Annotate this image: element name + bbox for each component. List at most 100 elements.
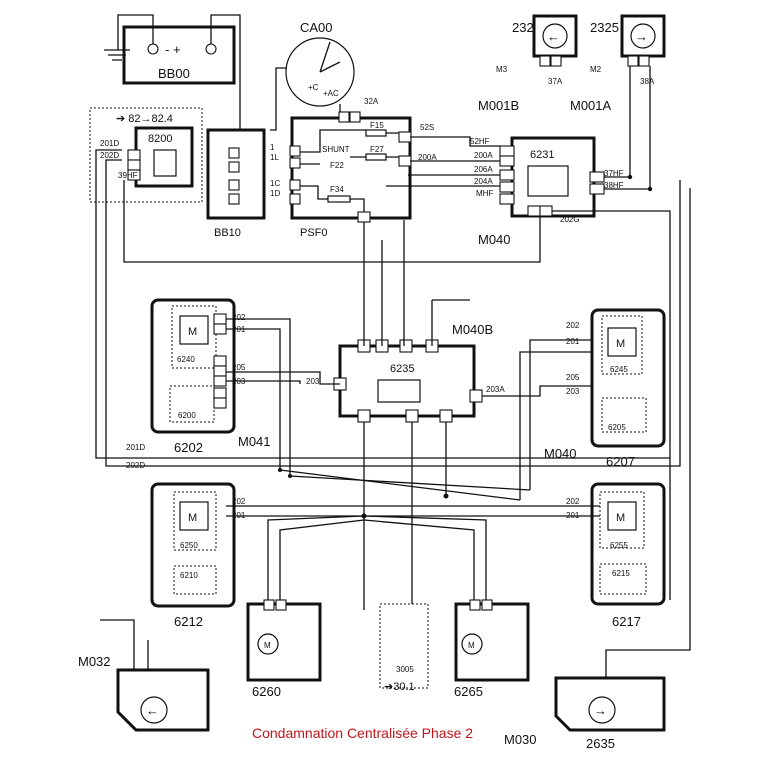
fuse-f34: F34 — [330, 185, 344, 194]
svg-text:200A: 200A — [474, 151, 493, 160]
door-6207-label: 6207 — [606, 454, 635, 469]
tail-6265-label: 6265 — [454, 684, 483, 699]
module-8200-label: 8200 — [148, 133, 172, 145]
ground-m040-b: M040 — [544, 446, 577, 461]
note-82: ➔ 82→82.4 — [116, 113, 173, 125]
ground-m032: M032 — [78, 654, 111, 669]
ground-m040b: M040B — [452, 322, 493, 337]
svg-text:202: 202 — [232, 313, 246, 322]
svg-text:M: M — [264, 641, 271, 650]
tailgate-6260: M 6260 — [246, 599, 322, 699]
svg-text:38A: 38A — [640, 77, 655, 86]
svg-text:205: 205 — [232, 363, 246, 372]
svg-text:203: 203 — [232, 377, 246, 386]
motor-6245-label: 6245 — [610, 365, 628, 374]
svg-text:203: 203 — [306, 377, 320, 386]
battery-label: BB00 — [158, 66, 190, 81]
svg-text:202G: 202G — [560, 215, 580, 224]
svg-text:MHF: MHF — [476, 189, 493, 198]
motor-icon: M — [616, 338, 625, 350]
svg-text:201: 201 — [566, 337, 580, 346]
battery-terminals: - + — [165, 42, 181, 57]
switch-ca00: CA00 +C +AC — [270, 20, 355, 131]
psf0-label: PSF0 — [300, 227, 328, 239]
svg-text:52S: 52S — [420, 123, 434, 132]
svg-text:202D: 202D — [126, 461, 145, 470]
sw-6215-label: 6215 — [612, 569, 630, 578]
knob-2635: → 2635 M030 — [504, 676, 666, 751]
motor-6255-label: 6255 — [610, 541, 628, 550]
ground-icon — [104, 49, 130, 61]
svg-text:202D: 202D — [100, 151, 119, 160]
ref-3005: 3005 ➔30.1 — [379, 603, 429, 693]
svg-text:206A: 206A — [474, 165, 493, 174]
svg-text:M3: M3 — [496, 65, 508, 74]
module-8200: ➔ 82→82.4 8200 201D 202D 39HF — [89, 107, 203, 203]
diagram-title: Condamnation Centralisée Phase 2 — [252, 725, 473, 741]
svg-text:201: 201 — [232, 325, 246, 334]
left-arrow-icon: ← — [146, 703, 159, 718]
junction-dots — [278, 174, 653, 519]
ref-3005-label: 3005 — [396, 665, 414, 674]
svg-text:202: 202 — [232, 497, 246, 506]
sw-6210-label: 6210 — [180, 571, 198, 580]
fuse-f15: F15 — [370, 121, 384, 130]
sw-6205-label: 6205 — [608, 423, 626, 432]
battery-bb00: - + BB00 — [104, 14, 241, 130]
svg-text:+C: +C — [308, 83, 319, 92]
motor-icon: M — [616, 512, 625, 524]
ground-m040: M040 — [478, 232, 511, 247]
right-arrow-icon: → — [594, 703, 607, 718]
svg-text:1D: 1D — [270, 189, 280, 198]
svg-text:202: 202 — [566, 497, 580, 506]
door-6212: M 6250 6210 6212 — [150, 482, 236, 629]
svg-text:205: 205 — [566, 373, 580, 382]
shunt-label: SHUNT — [322, 145, 350, 154]
svg-text:204A: 204A — [474, 177, 493, 186]
svg-text:37A: 37A — [548, 77, 563, 86]
svg-text:1L: 1L — [270, 153, 279, 162]
door-6202: M 6240 6200 6202 M041 — [150, 298, 271, 455]
svg-text:38HF: 38HF — [604, 181, 624, 190]
tail-6260-label: 6260 — [252, 684, 281, 699]
button-2325: 2325 → M2 M001A 38A — [570, 14, 666, 113]
controller-6231: 6231 52HF 200A 206A 204A MHF 37HF 38HF 2… — [418, 123, 624, 247]
left-arrow-icon: ← — [547, 29, 560, 44]
svg-text:203A: 203A — [486, 385, 505, 394]
svg-text:39HF: 39HF — [118, 171, 138, 180]
tailgate-6265: M 6265 — [454, 599, 530, 699]
door-6202-label: 6202 — [174, 440, 203, 455]
svg-text:200A: 200A — [418, 153, 437, 162]
knob-2635-label: 2635 — [586, 736, 615, 751]
fuse-f27: F27 — [370, 145, 384, 154]
svg-text:1: 1 — [270, 143, 275, 152]
wire-harness — [95, 66, 691, 678]
svg-text:202: 202 — [566, 321, 580, 330]
btn-2325-label: 2325 — [590, 20, 619, 35]
ground-m041: M041 — [238, 434, 271, 449]
motor-6250-label: 6250 — [180, 541, 198, 550]
button-2320: 2320 ← M3 M001B 37A — [478, 14, 578, 113]
lock-unit-label: 6235 — [390, 363, 414, 375]
svg-text:37HF: 37HF — [604, 169, 624, 178]
ground-m001a: M001A — [570, 98, 612, 113]
switch-label: CA00 — [300, 20, 333, 35]
svg-text:1C: 1C — [270, 179, 280, 188]
door-6217-label: 6217 — [612, 614, 641, 629]
door-6217: M 6255 6215 6217 — [590, 482, 666, 629]
lock-unit-6235: 6235 M040B — [333, 322, 493, 423]
knob-left: ← M032 — [78, 654, 210, 732]
wire-labels: 202 201 205 203 203 203A 202 201 205 203… — [126, 313, 580, 741]
ground-m030: M030 — [504, 732, 537, 747]
fusebox-bb10: BB10 1 1L 1C 1D — [206, 128, 280, 239]
door-6212-label: 6212 — [174, 614, 203, 629]
bb10-label: BB10 — [214, 227, 241, 239]
svg-text:203: 203 — [566, 387, 580, 396]
motor-6240-label: 6240 — [177, 355, 195, 364]
svg-text:M2: M2 — [590, 65, 602, 74]
ground-m001b: M001B — [478, 98, 519, 113]
ref-301-label: ➔30.1 — [384, 681, 415, 693]
svg-text:201: 201 — [566, 511, 580, 520]
controller-label: 6231 — [530, 149, 554, 161]
